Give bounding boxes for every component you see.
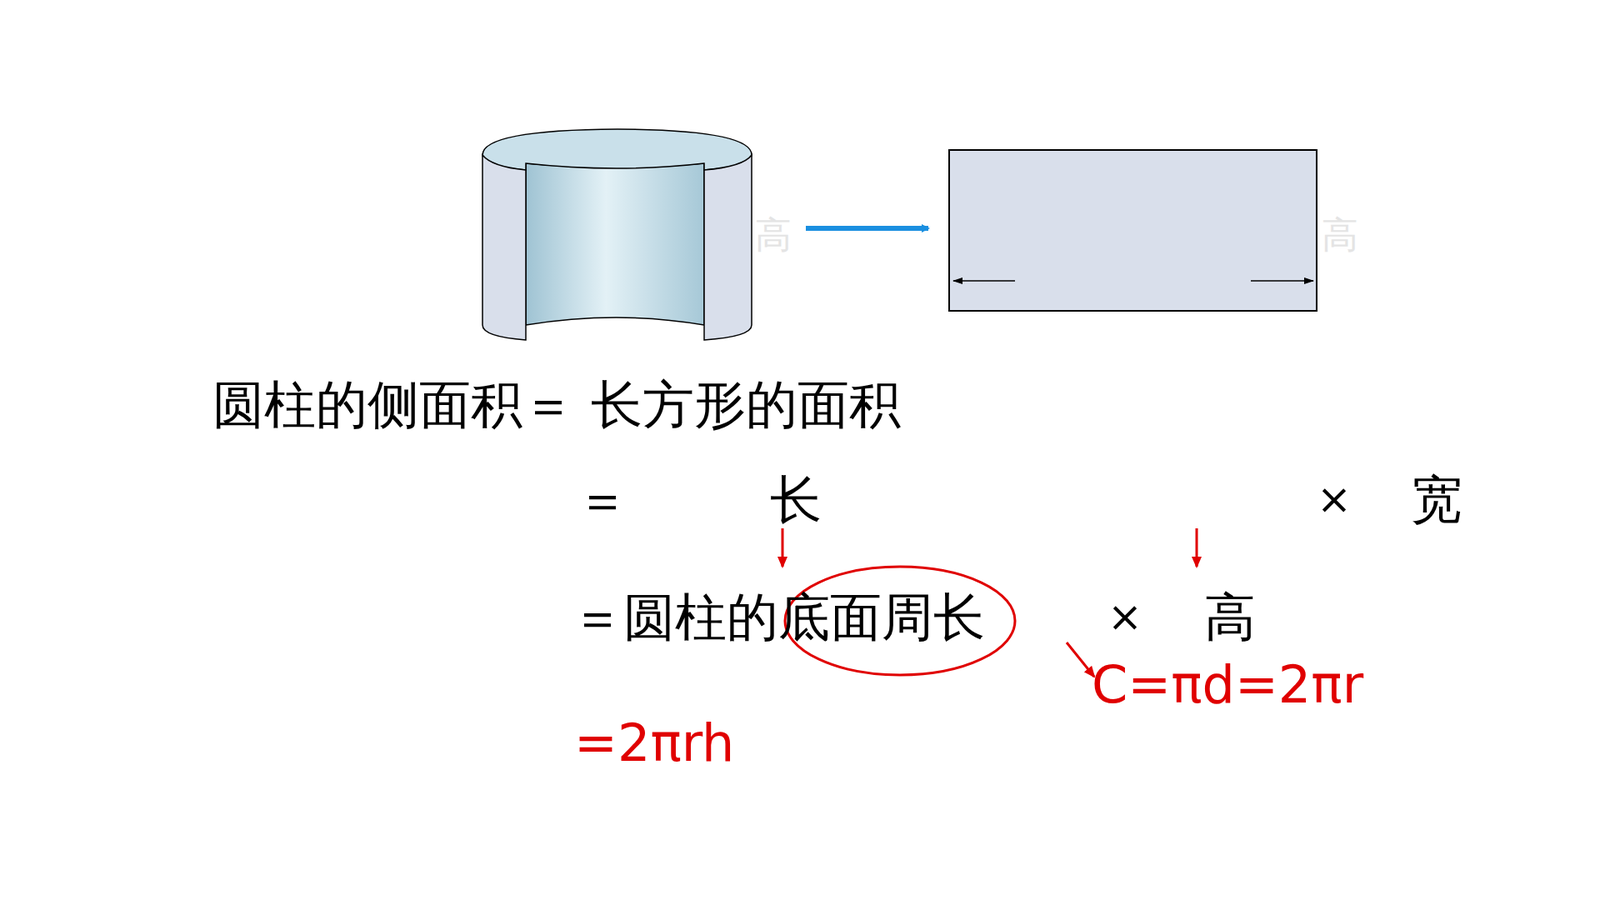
- red-formula: =2πrh: [574, 713, 735, 773]
- formula-line: ＝圆柱的底面周长: [571, 587, 985, 647]
- times-sign: ×: [1107, 593, 1143, 642]
- formula-term: 宽: [1410, 470, 1463, 530]
- formula-line: 圆柱的侧面积＝ 长方形的面积: [212, 375, 901, 435]
- faint-label: 高: [755, 214, 792, 257]
- formula-term: 长: [770, 470, 822, 530]
- length-arrow: [1250, 280, 1314, 282]
- red-formula: C=πd=2πr: [1091, 655, 1364, 715]
- red-arrow: [781, 528, 785, 567]
- formula-term: 高: [1204, 587, 1256, 647]
- faint-label: 高: [1321, 214, 1359, 257]
- cylinder: [482, 129, 752, 340]
- transform-arrow: [805, 225, 929, 231]
- unrolled-rectangle: [949, 150, 1317, 311]
- red-arrow: [1066, 642, 1095, 677]
- equals-sign: ＝: [576, 470, 629, 530]
- times-sign: ×: [1316, 475, 1352, 525]
- length-arrow: [953, 280, 1015, 282]
- red-arrow: [1195, 528, 1199, 567]
